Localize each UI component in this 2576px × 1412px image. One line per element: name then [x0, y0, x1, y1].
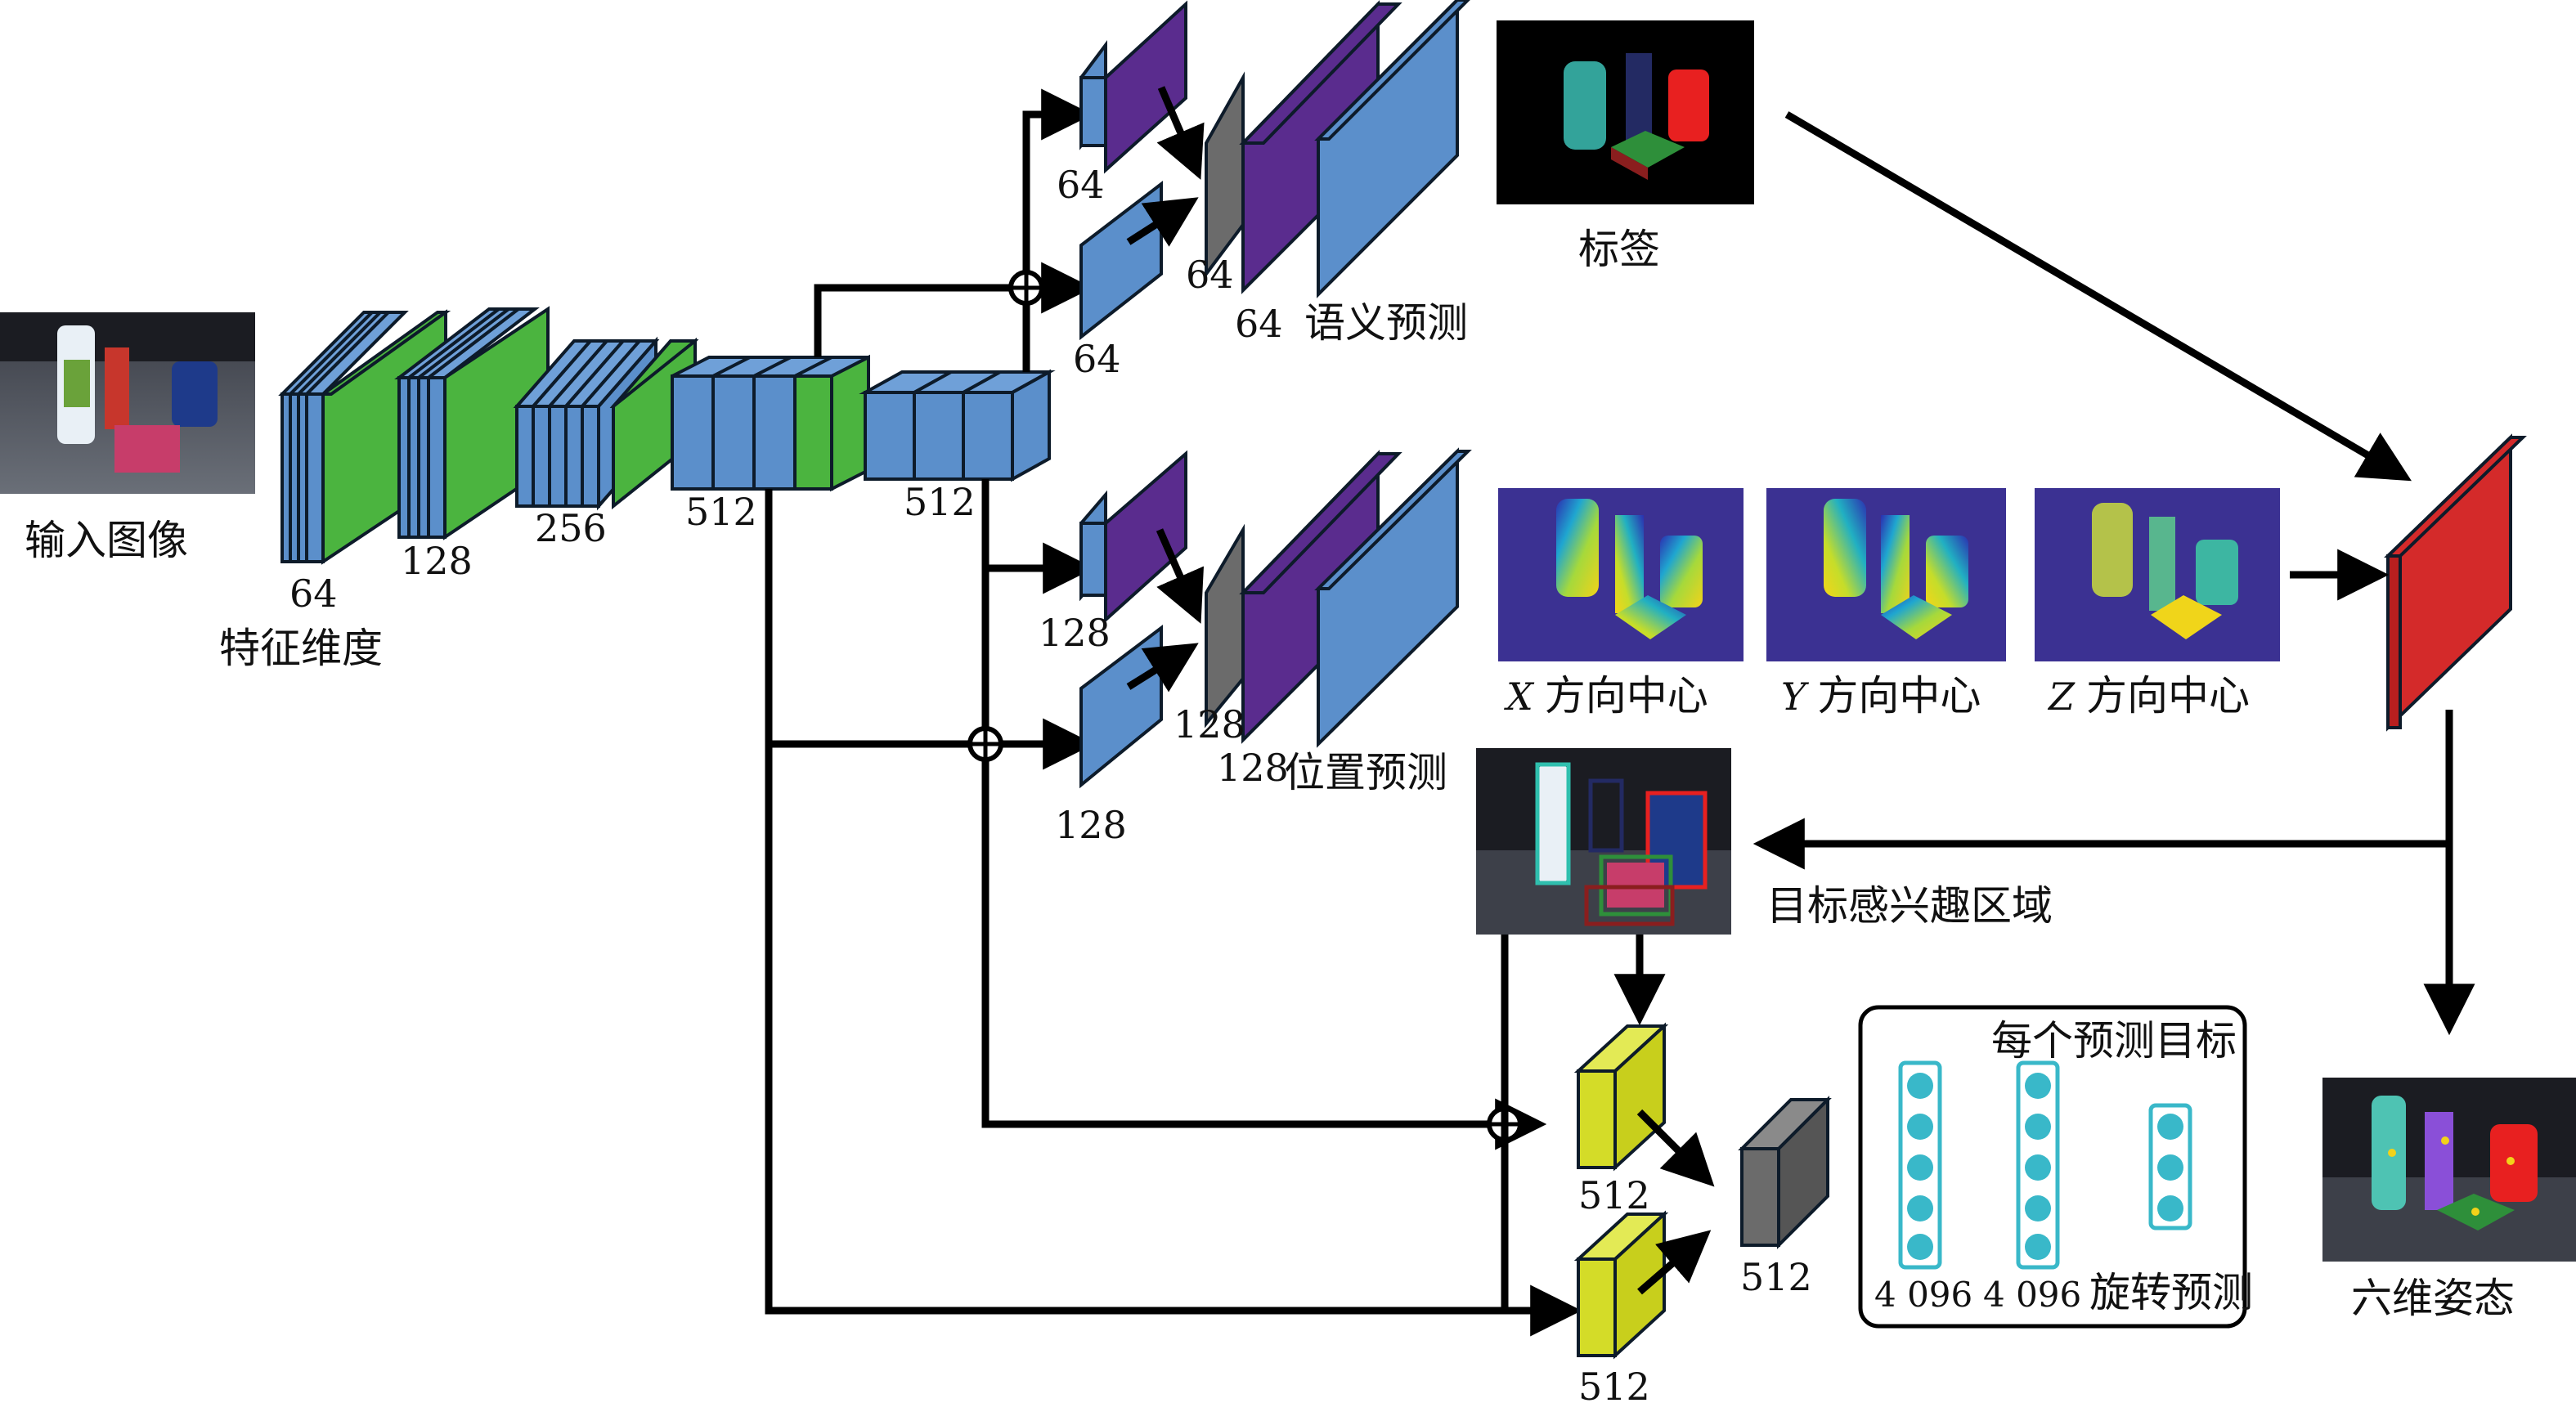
input-image: [0, 312, 255, 494]
pose-image: [2322, 1078, 2576, 1262]
sem-dim-b: 64: [1186, 253, 1234, 297]
roi-pool-block-a: [1573, 1022, 1669, 1172]
fusion-to-roi-arrow: [1752, 710, 2453, 870]
pos-dim-b: 128: [1174, 702, 1245, 746]
feature-dim-label: 特征维度: [219, 625, 383, 672]
z-center-image: [2035, 488, 2280, 661]
conv-block-512-b: [859, 369, 1056, 482]
roi-image: [1476, 748, 1731, 935]
sem-dim-a: 64: [1057, 163, 1105, 207]
yellow-b-arrow: [1637, 1230, 1712, 1295]
label-image: [1497, 20, 1754, 204]
roi-label: 目标感兴趣区域: [1766, 882, 2053, 930]
conv-block-512-a: [671, 354, 870, 492]
y-center-image: [1766, 488, 2006, 661]
position-branch: [1079, 447, 1472, 789]
roi-dim-c: 512: [1740, 1255, 1812, 1299]
fc-dim-b: 4 096: [1983, 1275, 2081, 1315]
semantic-branch: [1079, 0, 1470, 341]
dim-512-b-label: 512: [904, 480, 976, 524]
dim-128-label: 128: [401, 539, 473, 583]
input-image-label: 输入图像: [25, 517, 188, 564]
fusion-block: [2384, 433, 2527, 732]
fused-block: [1738, 1096, 1832, 1249]
roi-dim-a: 512: [1578, 1173, 1650, 1217]
fc-dim-a: 4 096: [1874, 1275, 1972, 1315]
pos-dim-a: 128: [1039, 611, 1111, 655]
roi-dim-b: 512: [1578, 1365, 1650, 1409]
rotation-pred-label: 旋转预测: [2089, 1269, 2253, 1316]
dim-512-a-label: 512: [685, 490, 757, 534]
dim-64-label: 64: [289, 572, 338, 616]
dim-256-label: 256: [535, 506, 607, 550]
pos-dim-c: 128: [1217, 746, 1289, 790]
tag-label: 标签: [1578, 226, 1660, 273]
fc-box: [1858, 1005, 2247, 1329]
semantic-pred-label: 语义预测: [1304, 299, 1468, 347]
yellow-a-arrow: [1636, 1109, 1715, 1187]
label-to-fusion-arrow: [1784, 111, 2412, 482]
six-d-pose-label: 六维姿态: [2351, 1275, 2515, 1322]
position-pred-label: 位置预测: [1284, 749, 1447, 796]
sem-dim-d: 64: [1073, 337, 1121, 381]
pos-dim-d: 128: [1055, 803, 1127, 847]
x-center-image: [1498, 488, 1744, 661]
per-target-label: 每个预测目标: [1991, 1017, 2237, 1065]
connection-lines: [765, 88, 1582, 1337]
sem-dim-c: 64: [1235, 302, 1283, 346]
roi-pool-block-b: [1573, 1210, 1669, 1360]
